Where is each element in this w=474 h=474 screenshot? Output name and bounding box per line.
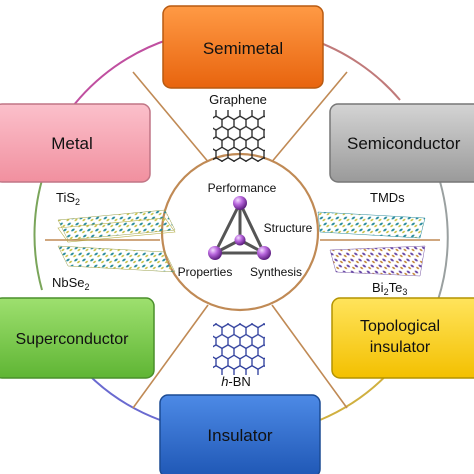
hbn-lattice <box>213 323 265 375</box>
center-label-structure: Structure <box>264 221 313 235</box>
tis2-layer-structure <box>57 209 176 243</box>
material-label-graphene: Graphene <box>209 92 267 107</box>
material-label-hbn: h-BN <box>221 374 251 389</box>
box-superconductor: Superconductor <box>0 297 155 379</box>
center-label-synthesis: Synthesis <box>250 265 302 279</box>
box-topological-label-line1: Topological <box>360 318 440 335</box>
tetrahedron-icon <box>208 196 271 260</box>
box-semimetal-label: Semimetal <box>203 39 283 58</box>
box-superconductor-label: Superconductor <box>16 331 130 348</box>
box-semiconductor: Semiconductor <box>329 103 474 183</box>
box-metal: Metal <box>0 103 151 183</box>
box-insulator-label: Insulator <box>207 426 273 445</box>
box-semiconductor-label: Semiconductor <box>347 134 461 153</box>
material-label-tmds: TMDs <box>370 190 405 205</box>
tmds-layer-structure <box>317 211 426 239</box>
bi2te3-layer-structure <box>329 245 426 277</box>
material-label-tis2: TiS2 <box>56 190 80 207</box>
center-label-performance: Performance <box>208 181 277 195</box>
box-metal-label: Metal <box>51 134 93 153</box>
graphene-lattice <box>213 110 265 162</box>
box-topological-label-line2: insulator <box>370 339 431 356</box>
box-insulator: Insulator <box>159 394 321 474</box>
material-label-bi2te3: Bi2Te3 <box>372 280 407 297</box>
center-label-properties: Properties <box>178 265 233 279</box>
box-topological-insulator: Topological insulator <box>331 297 474 379</box>
spokes <box>45 71 440 409</box>
nbse2-layer-structure <box>57 245 176 273</box>
material-label-nbse2: NbSe2 <box>52 275 90 292</box>
box-semimetal: Semimetal <box>162 5 324 89</box>
